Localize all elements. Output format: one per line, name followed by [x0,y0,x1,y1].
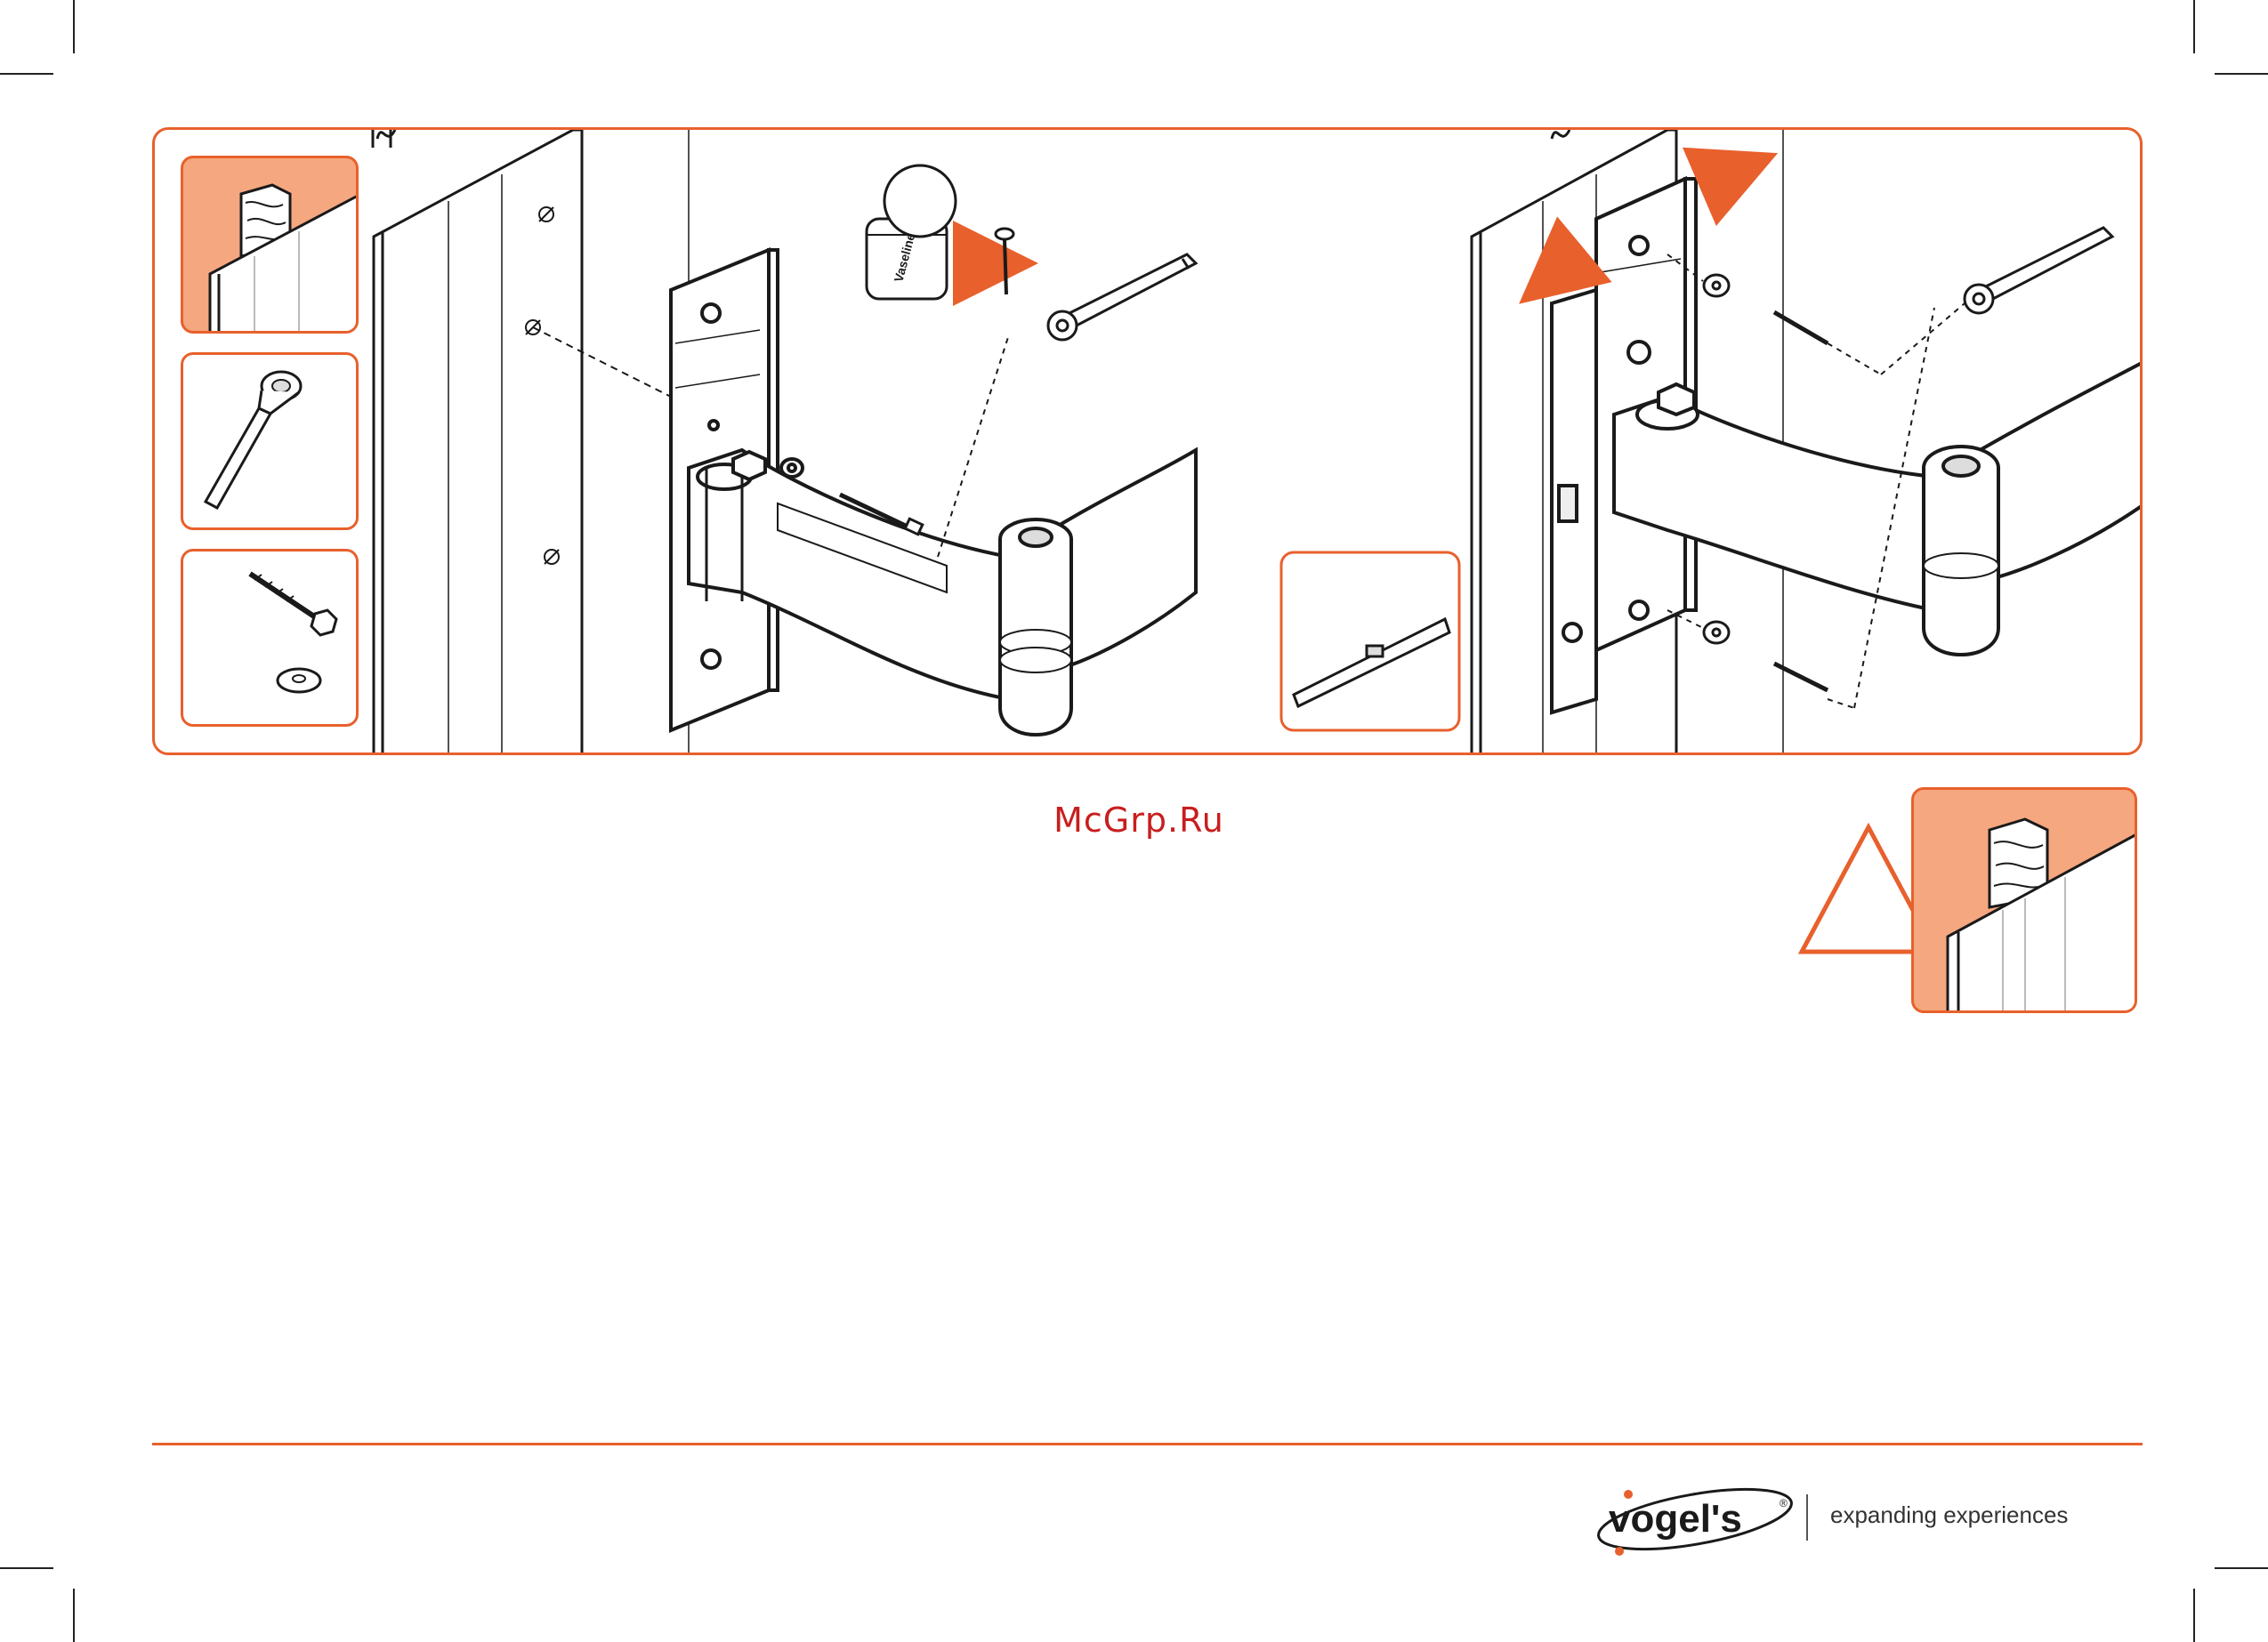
vaseline-jar: Vaseline [867,165,956,299]
crop-mark [2215,1567,2268,1569]
hardware-inset [181,549,359,727]
adjust-arrow-right [1707,170,1739,183]
installation-step-panel: Vaseline [152,127,2143,755]
crop-mark [2193,1589,2195,1642]
crop-mark [73,0,75,53]
lag-screw-and-washer-icon [183,551,359,727]
level-inset-panel [1281,552,1459,730]
registered-mark: ® [1780,1497,1788,1509]
crop-mark [0,1567,53,1569]
brand-divider [1806,1494,1808,1541]
brand-name: vogel's [1609,1497,1742,1541]
socket-wrench-icon [183,355,359,530]
crop-mark [73,1589,75,1642]
wooden-stud-wall-icon [1914,790,2137,1013]
level-on-wall [1552,290,1596,712]
installation-illustration: Vaseline [155,130,2143,755]
vogels-logo: vogel's ® [1593,1477,1806,1562]
socket-wrench-main [1048,254,1196,340]
crop-mark [0,73,53,75]
crop-mark [2215,73,2268,75]
wall-type-inset [181,156,359,334]
footer-rule [152,1443,2143,1445]
socket-wrench-right [1965,228,2112,313]
wooden-stud-wall-icon [183,158,359,334]
wall-left [373,130,689,755]
small-screw [996,229,1013,294]
brand-tagline: expanding experiences [1830,1501,2068,1529]
watermark-text: McGrp.Ru [1005,801,1272,840]
wall-warning-inset [1911,787,2137,1013]
wrench-inset [181,352,359,530]
crop-mark [2193,0,2195,53]
